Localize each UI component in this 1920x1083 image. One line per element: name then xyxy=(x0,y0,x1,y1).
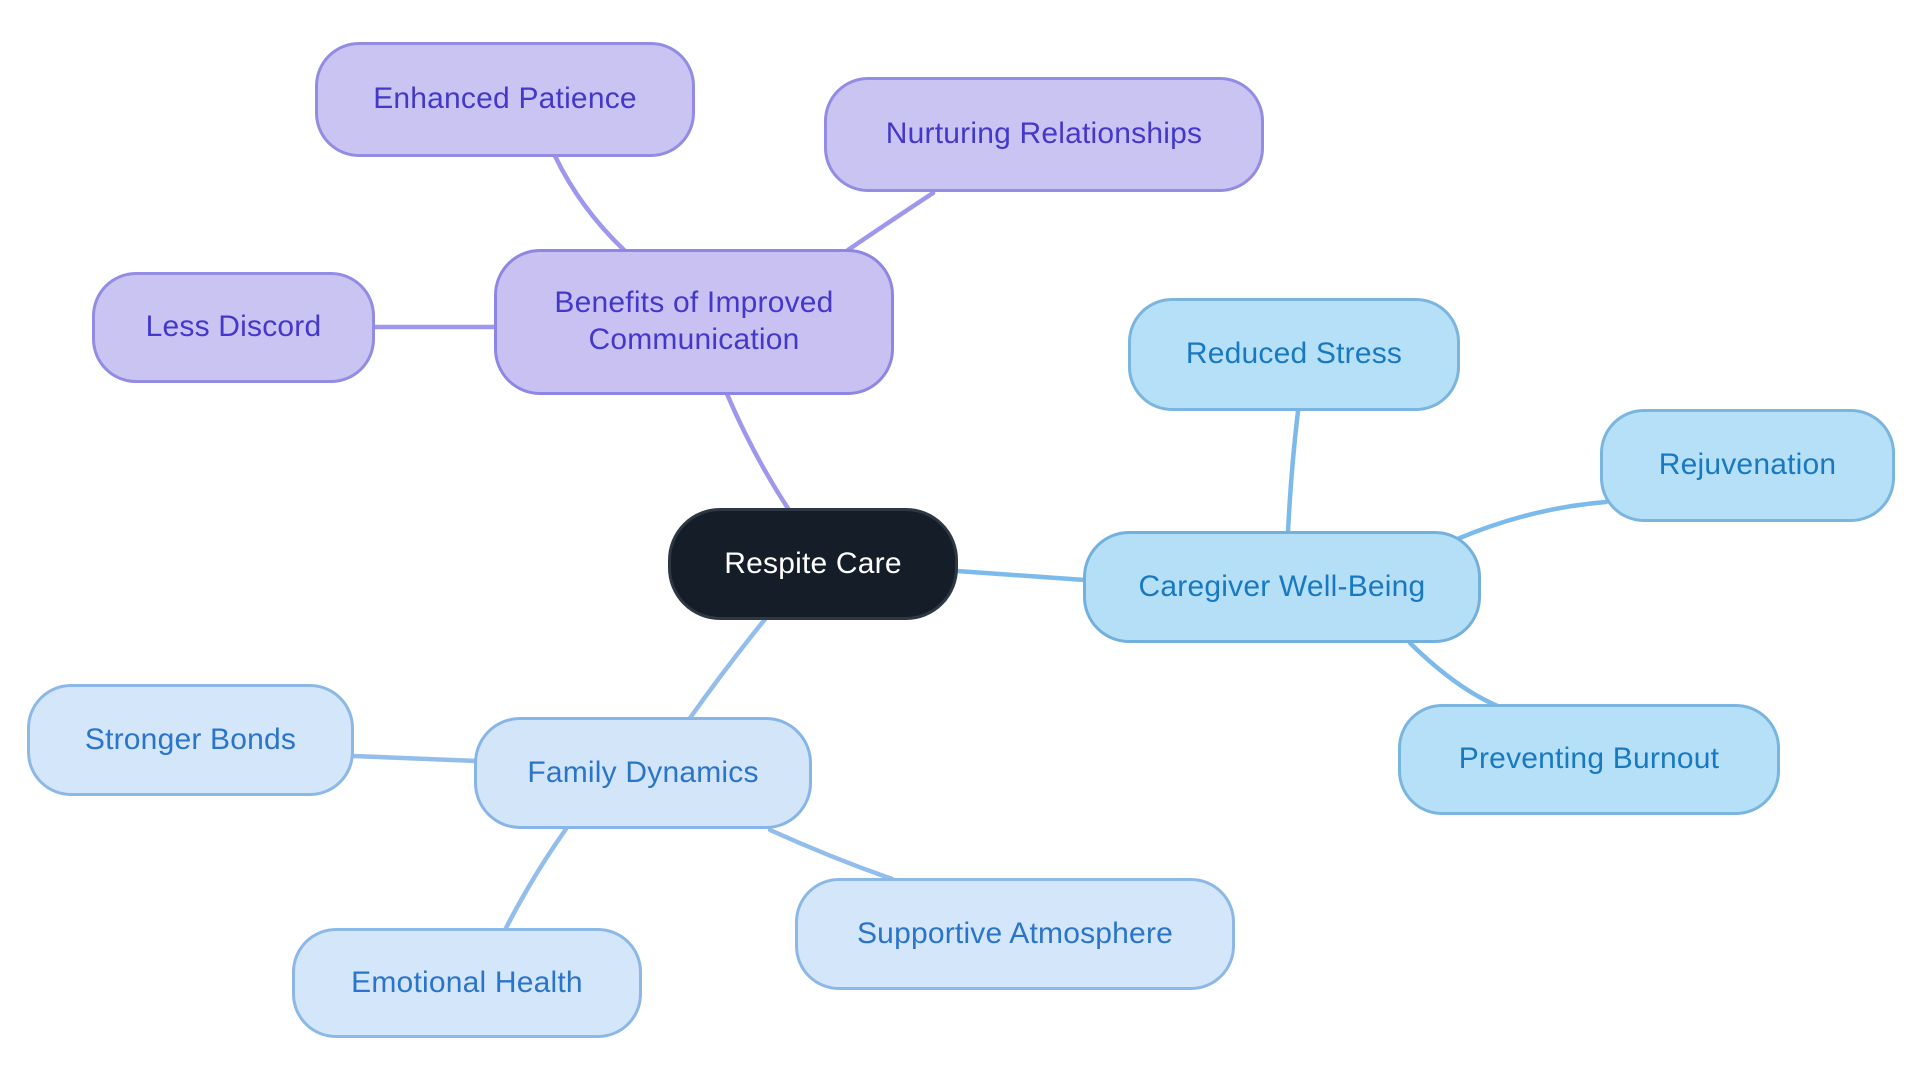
node-respite-care[interactable]: Respite Care xyxy=(668,508,958,620)
node-rejuvenation[interactable]: Rejuvenation xyxy=(1600,409,1895,522)
node-reduced-stress[interactable]: Reduced Stress xyxy=(1128,298,1460,411)
edge-benefits-respite-care xyxy=(724,391,792,513)
node-emotional-health[interactable]: Emotional Health xyxy=(292,928,642,1038)
node-stronger-bonds[interactable]: Stronger Bonds xyxy=(27,684,354,796)
node-label: Benefits of Improved Communication xyxy=(554,286,834,356)
node-label: Rejuvenation xyxy=(1658,448,1837,482)
node-label: Family Dynamics xyxy=(527,755,759,789)
edge-stronger-bonds-family xyxy=(350,753,480,764)
node-label: Emotional Health xyxy=(351,965,583,999)
edge-caregiver-preventing-burnout xyxy=(1407,640,1503,710)
node-supportive-atmosphere[interactable]: Supportive Atmosphere xyxy=(795,878,1235,990)
node-nurturing-relationships[interactable]: Nurturing Relationships xyxy=(824,77,1264,192)
edge-family-supportive-atmosphere xyxy=(767,827,895,882)
edge-respite-care-caregiver xyxy=(954,568,1088,583)
node-label: Enhanced Patience xyxy=(373,82,637,116)
node-label: Caregiver Well-Being xyxy=(1138,569,1426,603)
edge-family-emotional-health xyxy=(502,826,569,933)
edge-enhanced-patience-benefits xyxy=(552,153,627,253)
node-less-discord[interactable]: Less Discord xyxy=(92,272,375,383)
node-benefits-of-improved-communication[interactable]: Benefits of Improved Communication xyxy=(494,249,894,395)
edge-nurturing-relationships-benefits xyxy=(845,190,936,253)
node-label: Nurturing Relationships xyxy=(885,117,1203,151)
node-family-dynamics[interactable]: Family Dynamics xyxy=(474,717,812,829)
node-preventing-burnout[interactable]: Preventing Burnout xyxy=(1398,704,1780,815)
node-label: Stronger Bonds xyxy=(84,722,297,756)
edge-caregiver-rejuvenation xyxy=(1452,499,1609,543)
node-label: Preventing Burnout xyxy=(1458,742,1720,776)
edge-respite-care-family xyxy=(687,615,769,721)
node-label: Less Discord xyxy=(145,310,322,344)
node-enhanced-patience[interactable]: Enhanced Patience xyxy=(315,42,695,157)
node-label: Supportive Atmosphere xyxy=(856,916,1174,950)
node-label: Respite Care xyxy=(724,546,902,580)
node-label: Reduced Stress xyxy=(1185,337,1403,371)
node-caregiver-well-being[interactable]: Caregiver Well-Being xyxy=(1083,531,1481,643)
edge-reduced-stress-caregiver xyxy=(1285,408,1301,535)
